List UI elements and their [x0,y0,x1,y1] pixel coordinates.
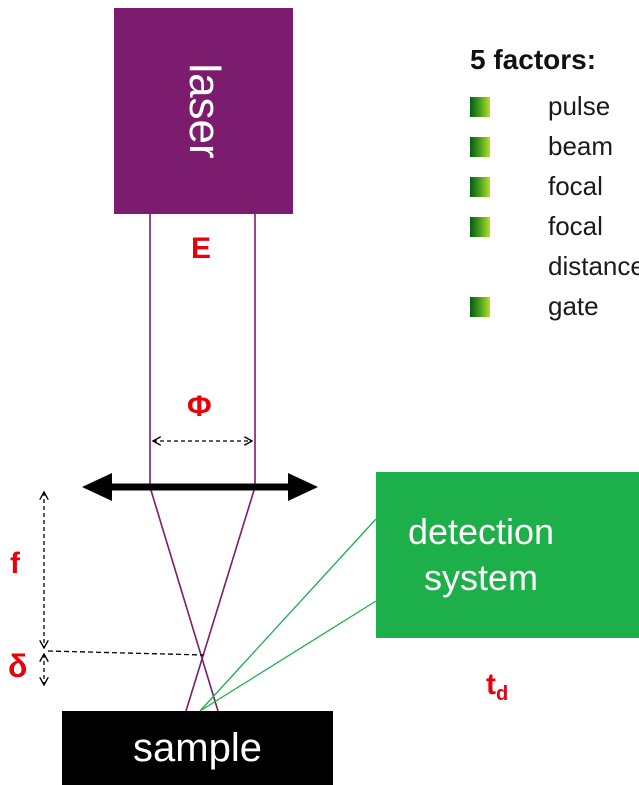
gate-delay-subscript: d [496,683,509,705]
factor-text: pulse [548,91,611,121]
focal-length-symbol: f [10,547,20,580]
square-bullet-icon [470,217,490,237]
factor-item: beam [470,126,639,166]
beam-diameter-symbol: Φ [187,390,212,423]
factors-title: 5 factors: [470,44,597,75]
factor-text: focal [548,211,603,241]
energy-symbol: E [191,232,212,265]
factor-item: focal [470,166,639,206]
square-bullet-icon [470,97,490,117]
sample-label: sample [133,725,262,770]
square-bullet-icon [470,177,490,197]
signal-line-lower [199,600,377,712]
factor-continuation: distance [548,251,639,281]
laser-box: laser [114,8,293,214]
focal-offset-symbol: δ [8,648,28,684]
factor-text: beam [548,131,614,161]
beam-converge-right [185,486,256,712]
factor-text: focal [548,171,603,201]
sample-box: sample [62,711,333,785]
square-bullet-icon [470,137,490,157]
beam-converge-left [149,486,219,712]
factors-list: pulse beam focal focal distance gate [470,86,639,326]
signal-line-upper [199,518,377,712]
lens-arrow [82,473,318,501]
focal-plane-line [47,650,205,656]
detection-label-line1: detection [407,511,555,552]
gate-delay-base: t [486,668,496,701]
detection-system-box: detection system [376,472,639,638]
gate-delay-symbol: td [486,668,508,706]
factor-item: gate [470,286,639,326]
factor-item: focal [470,206,639,246]
factor-text: gate [548,291,599,321]
detection-label-line2: system [423,557,538,598]
square-bullet-icon [470,297,490,317]
laser-label: laser [179,63,229,159]
factor-item: pulse [470,86,639,126]
